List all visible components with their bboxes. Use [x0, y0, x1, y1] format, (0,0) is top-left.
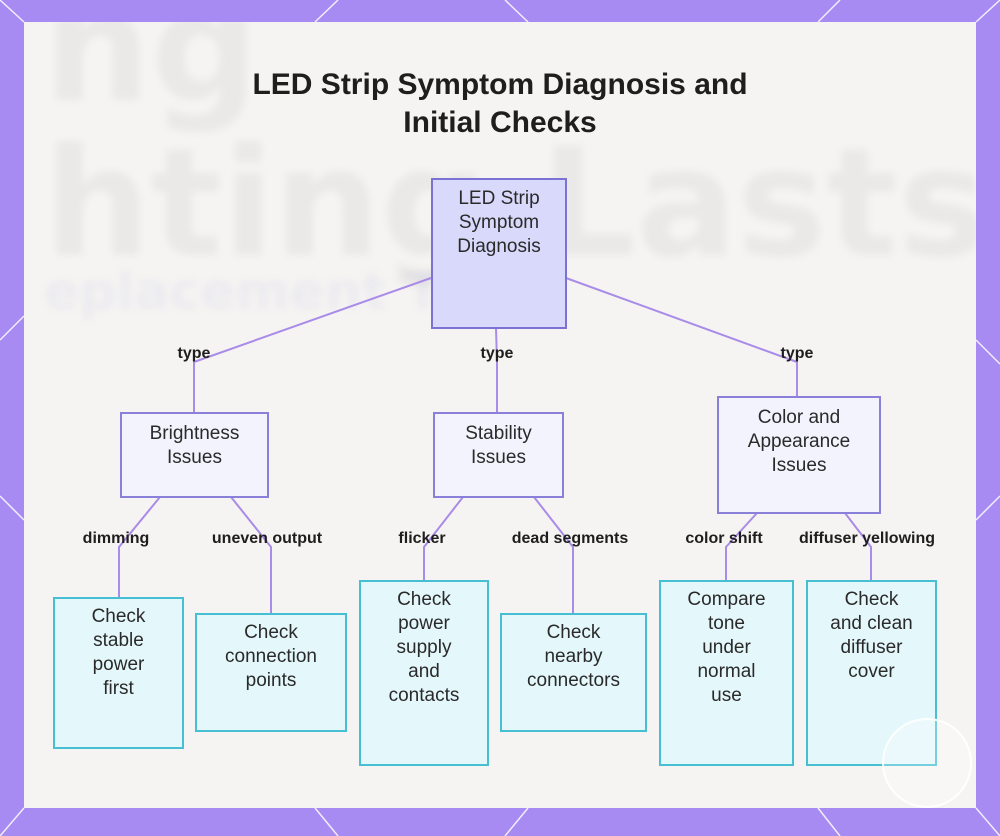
edge-stability-dead [533, 496, 574, 614]
node-text: tone [708, 613, 745, 634]
node-text: Check [844, 589, 899, 610]
root-node: LED Strip Symptom Diagnosis [431, 178, 567, 329]
edge-label-dimming: dimming [82, 530, 150, 547]
edge-label-color-shift: color shift [685, 530, 763, 547]
edge-stability-flicker [423, 496, 464, 581]
node-text: cover [848, 661, 895, 682]
node-text: Color and [757, 407, 841, 428]
category-stability-issues: Stability Issues [433, 412, 564, 498]
node-text: connection [225, 646, 317, 667]
node-text: stable [93, 630, 144, 651]
node-text: Diagnosis [457, 236, 541, 257]
category-brightness-issues: Brightness Issues [120, 412, 269, 498]
edge-brightness-uneven [230, 496, 272, 614]
node-text: connectors [527, 670, 620, 691]
watermark-badge [882, 718, 972, 808]
node-text: under [702, 637, 751, 658]
node-text: Compare [687, 589, 766, 610]
node-text: supply [396, 637, 452, 658]
node-text: Check [244, 622, 298, 643]
leaf-check-connection-points: Check connection points [195, 613, 347, 732]
node-text: Issues [471, 447, 526, 468]
leaf-check-power-supply: Check power supply and contacts [359, 580, 489, 766]
edge-root-color [565, 277, 798, 396]
node-text: nearby [544, 646, 603, 667]
edge-root-brightness [193, 277, 432, 412]
edge-label-uneven-output: uneven output [211, 530, 323, 547]
edge-root-stability [495, 327, 498, 412]
node-text: diffuser [840, 637, 903, 658]
background-text: eplacement T [44, 262, 441, 322]
edge-label-diffuser-yellowing: diffuser yellowing [798, 530, 936, 547]
edge-label-dead-segments: dead segments [511, 530, 629, 547]
edge-brightness-dimming [118, 496, 161, 598]
background-text: ng [44, 22, 258, 136]
node-text: Issues [167, 447, 222, 468]
node-text: Stability [465, 423, 532, 444]
title-line: LED Strip Symptom Diagnosis and [252, 68, 748, 101]
node-text: LED Strip [458, 188, 540, 209]
node-text: Brightness [149, 423, 240, 444]
node-text: Check [397, 589, 451, 610]
node-text: and clean [830, 613, 913, 634]
leaf-check-nearby-connectors: Check nearby connectors [500, 613, 647, 732]
leaf-compare-tone: Compare tone under normal use [659, 580, 794, 766]
node-text: Symptom [458, 212, 540, 233]
node-text: Check [546, 622, 601, 643]
node-text: Appearance [747, 431, 851, 452]
node-text: Issues [771, 455, 827, 476]
edge-label-type: type [177, 345, 211, 362]
node-text: and [408, 661, 440, 682]
node-text: first [103, 678, 134, 699]
node-text: normal [697, 661, 756, 682]
edge-label-type: type [780, 345, 814, 362]
edge-label-type: type [480, 345, 514, 362]
title-line: Initial Checks [403, 106, 597, 139]
node-text: power [92, 654, 145, 675]
category-color-appearance-issues: Color and Appearance Issues [717, 396, 881, 514]
node-text: Check [91, 606, 146, 627]
node-text: power [398, 613, 450, 634]
node-text: contacts [388, 685, 460, 706]
node-text: use [711, 685, 742, 706]
edge-color-yellowing [844, 512, 872, 581]
leaf-check-stable-power: Check stable power first [53, 597, 184, 749]
page-title: LED Strip Symptom Diagnosis and Initial … [0, 66, 1000, 142]
edge-label-flicker: flicker [398, 530, 446, 547]
edge-color-shift [725, 512, 758, 581]
node-text: points [245, 670, 297, 691]
